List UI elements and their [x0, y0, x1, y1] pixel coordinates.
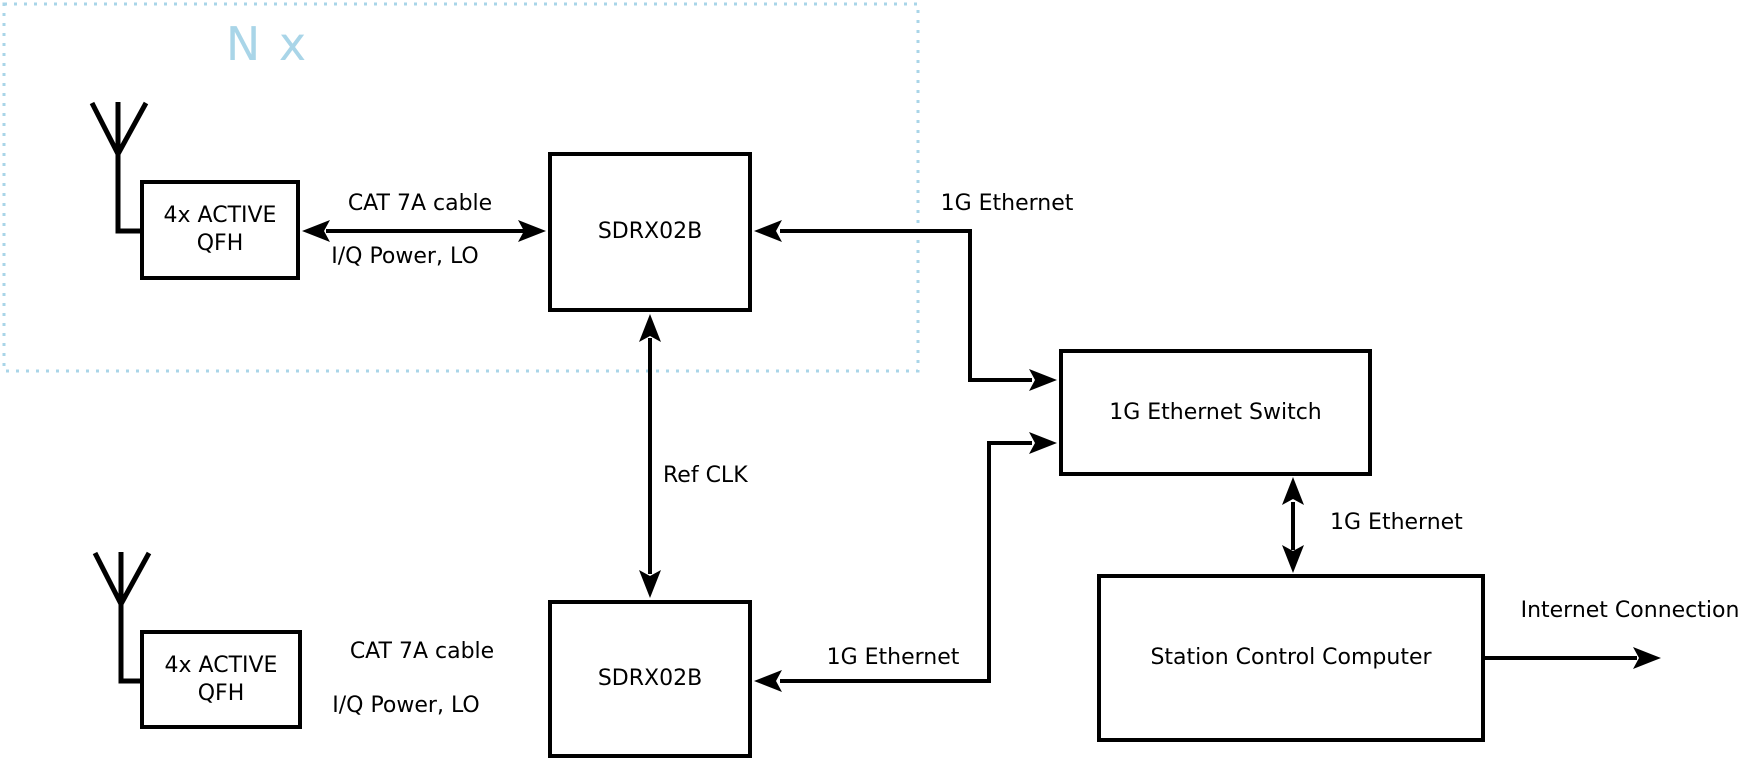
- arrowhead-right-icon: [1633, 647, 1661, 669]
- node-label: SDRX02B: [597, 219, 703, 244]
- edge-label-ethernet-right: 1G Ethernet: [1330, 510, 1463, 535]
- node-label: Station Control Computer: [1150, 645, 1432, 670]
- node-ethernet-switch: 1G Ethernet Switch: [1059, 349, 1372, 476]
- node-sdrx-top: SDRX02B: [548, 152, 752, 312]
- edge-label-iq-power-top: I/Q Power, LO: [331, 244, 479, 269]
- node-qfh-bottom: 4x ACTIVE QFH: [140, 630, 302, 729]
- antenna-top-icon: [89, 101, 149, 234]
- edge-label-cat7a-top: CAT 7A cable: [347, 191, 493, 216]
- arrowhead-up-icon: [1282, 477, 1304, 505]
- antenna-bottom-icon: [92, 551, 152, 684]
- node-label: SDRX02B: [597, 666, 703, 691]
- arrowhead-up-icon: [639, 314, 661, 342]
- edge-label-iq-power-bottom: I/Q Power, LO: [332, 693, 480, 718]
- node-label: 1G Ethernet Switch: [1109, 399, 1322, 425]
- connector-ethernet-right: [1282, 477, 1304, 573]
- connector-ethernet-bottom: [754, 432, 1057, 692]
- connector-internet: [1485, 647, 1661, 669]
- edge-label-ethernet-bottom: 1G Ethernet: [826, 645, 960, 670]
- connector-ref-clk: [639, 314, 661, 598]
- connector-cat7a-top: [302, 220, 546, 242]
- edge-label-ethernet-top: 1G Ethernet: [940, 191, 1074, 216]
- edge-label-ref-clk: Ref CLK: [663, 463, 748, 488]
- arrowhead-right-icon: [1029, 369, 1057, 391]
- node-label-line: 4x ACTIVE: [163, 203, 277, 228]
- node-sdrx-bottom: SDRX02B: [548, 600, 752, 758]
- arrowhead-down-icon: [639, 570, 661, 598]
- group-multiplier-label: N x: [225, 17, 309, 71]
- arrowhead-left-icon: [754, 220, 782, 242]
- arrowhead-left-icon: [754, 670, 782, 692]
- connector-ethernet-top: [754, 220, 1057, 391]
- arrowhead-left-icon: [302, 220, 330, 242]
- arrowhead-down-icon: [1282, 545, 1304, 573]
- arrowhead-right-icon: [1029, 432, 1057, 454]
- node-label-line: QFH: [197, 680, 245, 706]
- edge-label-cat7a-bottom: CAT 7A cable: [349, 639, 495, 664]
- node-label-line: QFH: [196, 231, 244, 256]
- arrowhead-right-icon: [518, 220, 546, 242]
- edge-label-internet: Internet Connection: [1520, 598, 1740, 623]
- node-qfh-top: 4x ACTIVE QFH: [140, 180, 300, 280]
- node-station-computer: Station Control Computer: [1097, 574, 1485, 742]
- node-label-line: 4x ACTIVE: [164, 652, 278, 678]
